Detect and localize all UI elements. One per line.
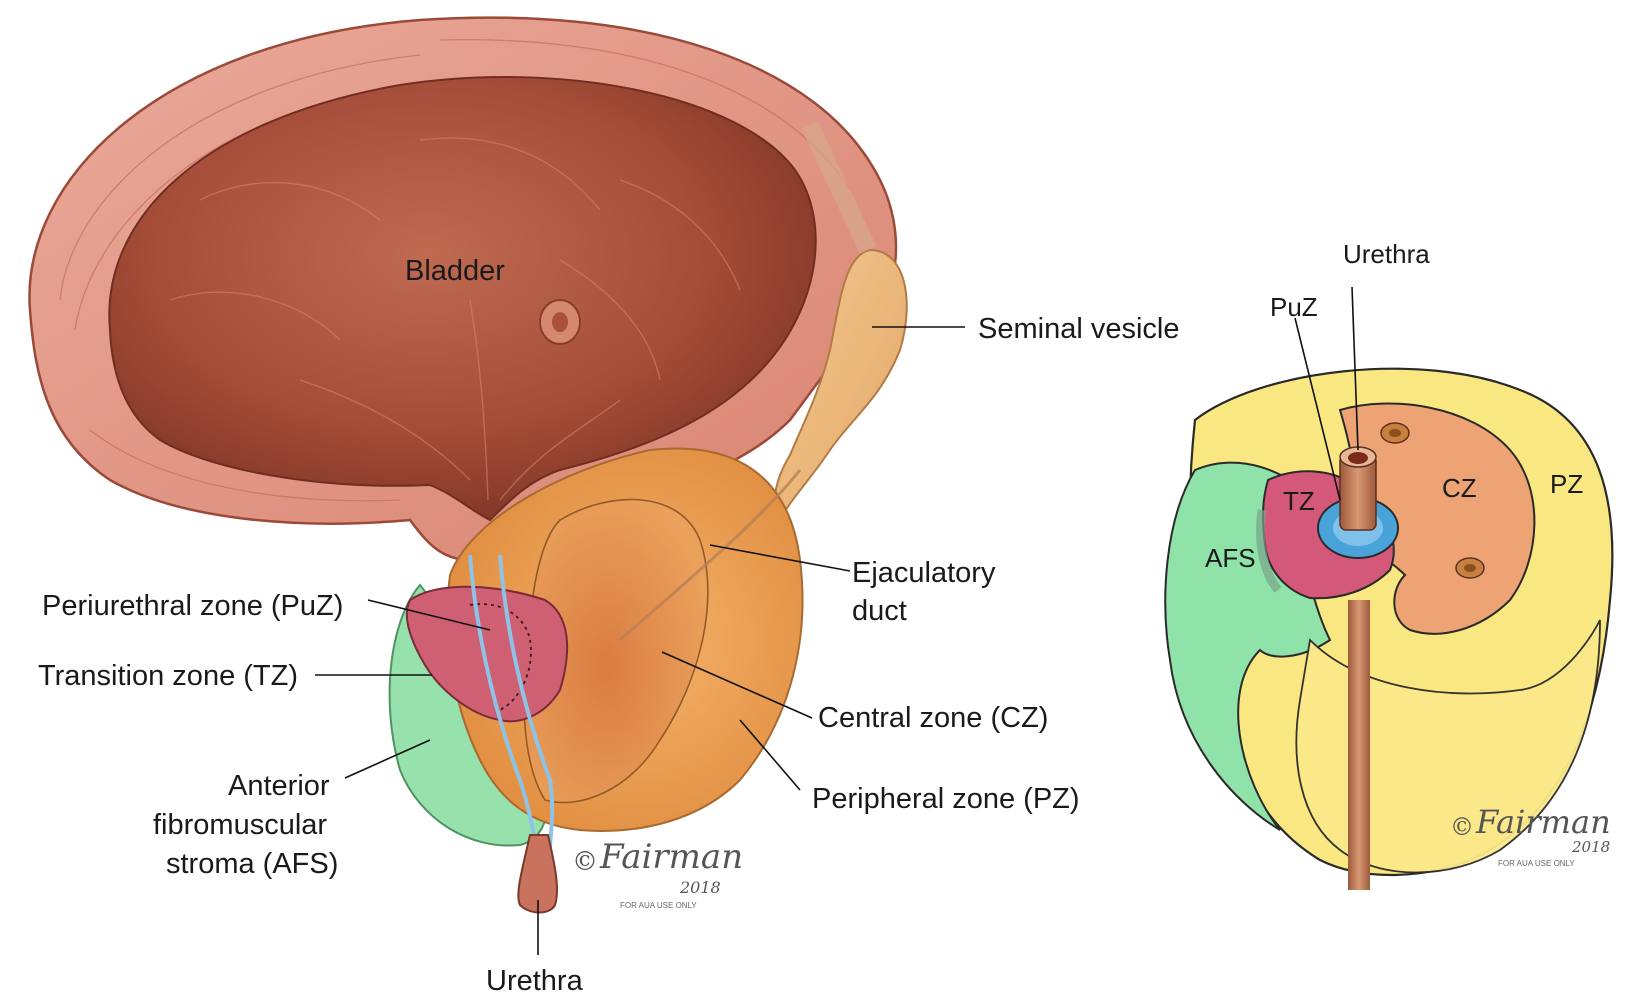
label-afs-1: Anterior (228, 770, 330, 802)
svg-text:Fairman: Fairman (1475, 803, 1611, 841)
label-transition-zone: Transition zone (TZ) (38, 660, 298, 692)
label-afs-right: AFS (1205, 543, 1256, 573)
svg-text:2018: 2018 (679, 878, 721, 897)
label-afs-3: stroma (AFS) (166, 848, 338, 880)
label-urethra-left: Urethra (486, 965, 584, 994)
label-cz: CZ (1442, 473, 1477, 503)
svg-text:FOR AUA USE ONLY: FOR AUA USE ONLY (620, 901, 697, 910)
label-puz: PuZ (1270, 292, 1318, 322)
label-seminal-vesicle: Seminal vesicle (978, 313, 1179, 345)
label-ejaculatory-duct-2: duct (852, 595, 907, 627)
svg-text:©: © (1450, 813, 1474, 841)
svg-text:2018: 2018 (1571, 838, 1610, 856)
svg-text:©: © (572, 847, 598, 877)
label-periurethral-zone: Periurethral zone (PuZ) (42, 590, 343, 622)
label-central-zone: Central zone (CZ) (818, 702, 1048, 734)
artist-signature-left: © Fairman 2018 FOR AUA USE ONLY (572, 837, 743, 910)
label-peripheral-zone: Peripheral zone (PZ) (812, 783, 1080, 815)
right-zonal-illustration: Urethra PuZ TZ CZ PZ AFS © Fairman 2018 … (1165, 239, 1612, 890)
label-urethra-right: Urethra (1343, 239, 1430, 269)
label-bladder: Bladder (405, 255, 505, 287)
label-ejaculatory-duct-1: Ejaculatory (852, 557, 996, 589)
left-sagittal-illustration: Bladder Seminal vesicle Ejaculatory duct… (29, 18, 1179, 994)
svg-text:FOR AUA USE ONLY: FOR AUA USE ONLY (1498, 859, 1575, 868)
label-afs-2: fibromuscular (153, 809, 327, 841)
svg-text:Fairman: Fairman (599, 837, 743, 877)
label-tz: TZ (1283, 486, 1315, 516)
urethra-tube-right (1348, 600, 1370, 890)
label-pz: PZ (1550, 469, 1583, 499)
